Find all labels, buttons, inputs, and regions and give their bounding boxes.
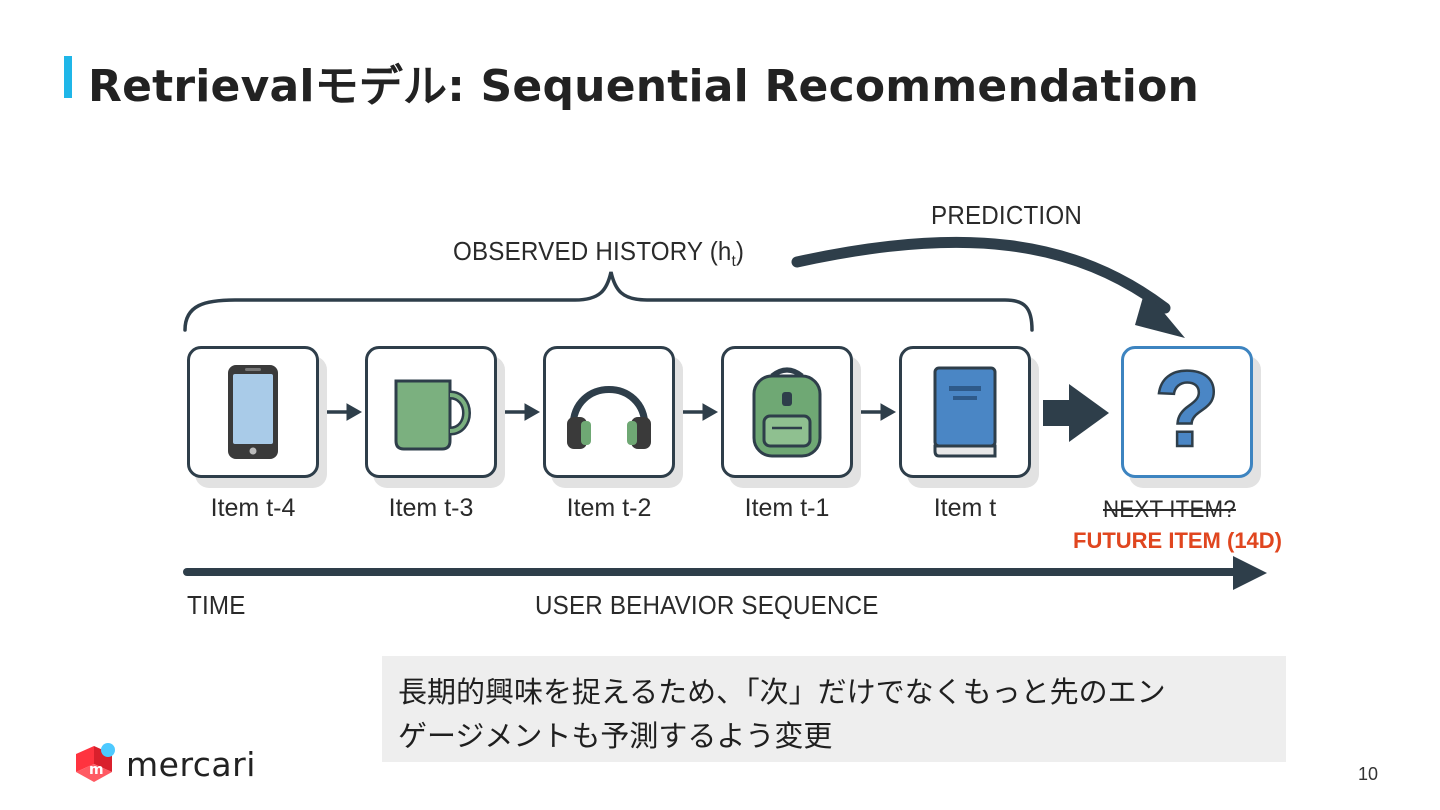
item-label-t-2: Item t-2	[566, 494, 652, 522]
sequential-recommendation-diagram: PREDICTION OBSERVED HISTORY (ht)	[145, 180, 1305, 640]
backpack-icon	[752, 367, 822, 458]
question-mark-icon: ?	[1153, 362, 1221, 462]
next-item-label: NEXT ITEM?	[1103, 496, 1236, 523]
prediction-label: PREDICTION	[931, 200, 1082, 230]
history-brace	[183, 271, 1034, 332]
mercari-mark: m	[89, 762, 104, 778]
page-number: 10	[1357, 764, 1378, 784]
svg-text:?: ?	[1154, 362, 1220, 462]
explanation-note: 長期的興味を捉えるため、「次」だけでなくもっと先のエン ゲージメントも予測するよ…	[382, 656, 1286, 762]
title-accent-bar	[64, 56, 72, 98]
next-item-box: ?	[1121, 346, 1253, 478]
mug-icon	[394, 379, 471, 451]
time-label: TIME	[187, 590, 246, 620]
sequence-label: USER BEHAVIOR SEQUENCE	[535, 590, 879, 620]
item-box-t-4	[187, 346, 319, 478]
mercari-logo: m mercari	[72, 742, 256, 786]
headphones-icon	[567, 386, 651, 449]
smartphone-icon	[228, 365, 278, 459]
history-label-subscript: t	[731, 253, 736, 271]
note-line-1: 長期的興味を捉えるため、「次」だけでなくもっと先のエン	[398, 675, 1166, 709]
book-icon	[933, 366, 997, 458]
sequence-arrows	[317, 384, 1109, 442]
diagram-connectors	[183, 236, 1267, 590]
mercari-wordmark: mercari	[126, 744, 256, 784]
history-label-text: OBSERVED HISTORY (h	[453, 236, 732, 266]
observed-history-label: OBSERVED HISTORY (ht)	[453, 236, 744, 271]
note-line-2: ゲージメントも予測するよう変更	[398, 719, 833, 753]
prediction-arrow	[791, 236, 1171, 314]
item-box-t-3	[365, 346, 497, 478]
item-box-t	[899, 346, 1031, 478]
item-label-t-1: Item t-1	[744, 494, 830, 522]
timeline-arrow	[183, 556, 1267, 590]
prediction-arrowhead	[1135, 290, 1185, 338]
slide-title: Retrievalモデル: Sequential Recommendation	[88, 61, 1200, 112]
mercari-cube-icon: m	[76, 743, 115, 782]
item-label-t: Item t	[933, 494, 997, 522]
item-box-t-1	[721, 346, 853, 478]
item-box-t-2	[543, 346, 675, 478]
future-item-label: FUTURE ITEM (14D)	[1073, 528, 1282, 553]
item-label-t-3: Item t-3	[388, 494, 474, 522]
item-label-t-4: Item t-4	[210, 494, 296, 522]
history-label-close: )	[735, 236, 745, 266]
